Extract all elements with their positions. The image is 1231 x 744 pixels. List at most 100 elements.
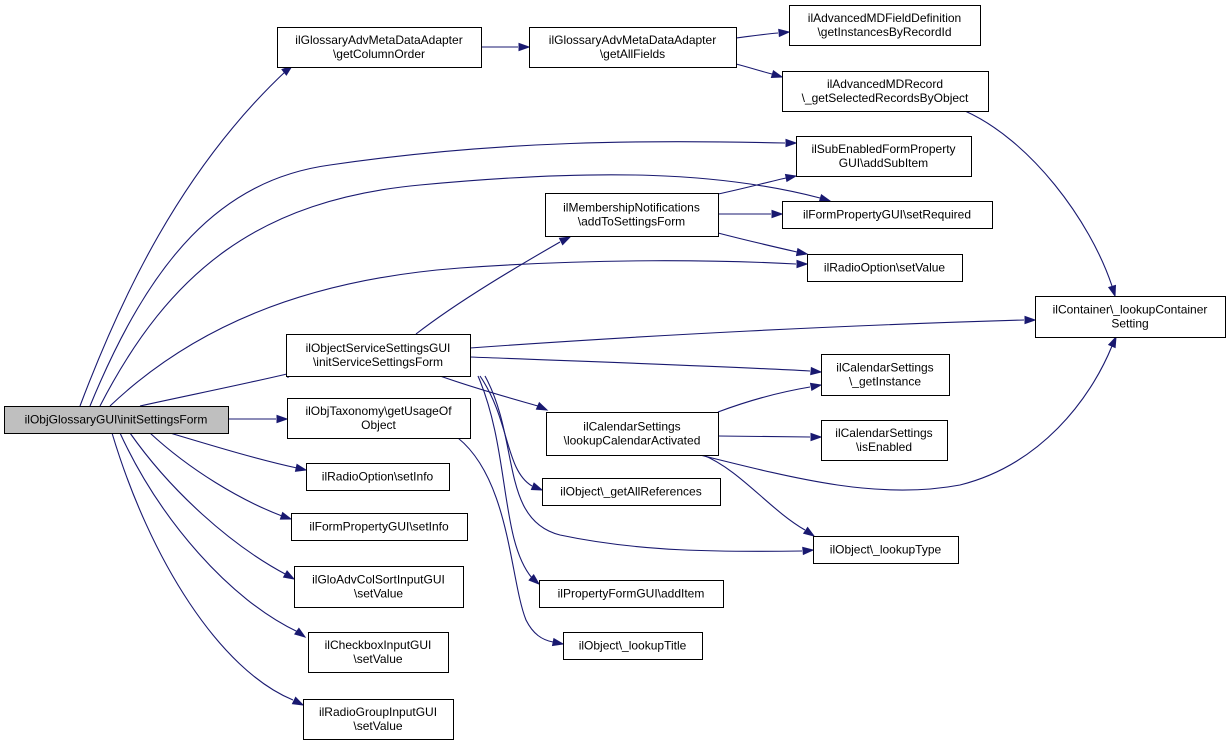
edge-line [79, 69, 288, 407]
edge-root-to-formSetInfo [149, 432, 293, 520]
edge-line [169, 432, 298, 469]
arrowhead-icon [818, 193, 832, 203]
node-box [782, 71, 989, 112]
node-label: ilGlossaryAdvMetaDataAdapter [549, 33, 716, 47]
node-getColumnOrder[interactable]: ilGlossaryAdvMetaDataAdapter\getColumnOr… [277, 27, 482, 68]
edge-initServiceSettingsForm-to-calGetInstance [469, 356, 823, 376]
node-box [821, 354, 950, 396]
node-box [796, 136, 972, 177]
edge-initServiceSettingsForm-to-lookupType [484, 375, 815, 556]
edge-line [111, 432, 294, 701]
node-getAllFields[interactable]: ilGlossaryAdvMetaDataAdapter\getAllField… [529, 27, 737, 68]
edge-lookupCalendarActivated-to-calGetInstance [717, 382, 823, 413]
arrowhead-icon [1024, 315, 1037, 325]
node-label: \addToSettingsForm [578, 215, 685, 229]
edge-line [735, 32, 779, 39]
node-box [303, 699, 454, 740]
node-label: ilGlossaryAdvMetaDataAdapter [295, 33, 462, 47]
edge-initServiceSettingsForm-to-getAllReferences [479, 375, 544, 491]
node-getSelectedRecordsByObject[interactable]: ilAdvancedMDRecord\_getSelectedRecordsBy… [782, 71, 989, 112]
node-box [286, 334, 471, 377]
node-label: Setting [1111, 317, 1148, 331]
node-label: \getColumnOrder [333, 47, 425, 61]
arrowhead-icon [279, 511, 293, 520]
node-label: \getInstancesByRecordId [817, 25, 951, 39]
node-lookupType[interactable]: ilObject\_lookupType [813, 536, 959, 564]
edge-lookupCalendarActivated-to-lookupType [702, 454, 816, 537]
edge-line [477, 375, 533, 579]
node-label: ilCalendarSettings [583, 420, 680, 434]
edge-root-to-addSubItem [89, 138, 798, 407]
node-box [539, 580, 724, 608]
edge-line [702, 454, 806, 531]
edge-initServiceSettingsForm-to-lookupContainerSetting [469, 315, 1037, 349]
node-label: ilMembershipNotifications [563, 201, 700, 215]
node-label: \setValue [353, 652, 402, 666]
node-colSortSetValue[interactable]: ilGloAdvColSortInputGUI\setValue [294, 566, 464, 608]
node-root[interactable]: ilObjGlossaryGUI\initSettingsForm [4, 406, 229, 434]
node-radioSetValue[interactable]: ilRadioOption\setValue [807, 254, 963, 282]
arrowhead-icon [770, 69, 784, 79]
edge-lookupCalendarActivated-to-calIsEnabled [717, 432, 823, 442]
arrowhead-icon [558, 236, 572, 246]
edge-getAllFields-to-getSelectedRecordsByObject [735, 63, 784, 79]
edge-line [109, 260, 797, 407]
node-box [306, 463, 450, 491]
node-box [529, 27, 737, 68]
arrowhead-icon [796, 259, 809, 269]
edge-line [415, 241, 561, 335]
node-label: ilSubEnabledFormProperty [811, 142, 955, 156]
edge-root-to-getColumnOrder [79, 65, 294, 407]
node-addToSettingsForm[interactable]: ilMembershipNotifications\addToSettingsF… [545, 193, 719, 237]
arrowhead-icon [785, 138, 798, 148]
node-label: ilCheckboxInputGUI [325, 638, 432, 652]
node-label: \setValue [354, 587, 403, 601]
node-getAllReferences[interactable]: ilObject\_getAllReferences [542, 478, 721, 506]
node-getInstancesByRecordId[interactable]: ilAdvancedMDFieldDefinition\getInstances… [789, 5, 981, 46]
node-lookupCalendarActivated[interactable]: ilCalendarSettings\lookupCalendarActivat… [546, 412, 719, 456]
edge-line [717, 386, 811, 413]
edge-root-to-initServiceSettingsForm [139, 369, 299, 407]
arrowhead-icon [778, 28, 791, 38]
node-calGetInstance[interactable]: ilCalendarSettings\_getInstance [821, 354, 950, 396]
node-label: ilCalendarSettings [835, 426, 932, 440]
node-box [821, 420, 948, 461]
node-label: ilObject\_getAllReferences [560, 485, 701, 499]
edge-getAllFields-to-getInstancesByRecordId [735, 28, 791, 39]
edge-line [119, 432, 299, 633]
edge-addToSettingsForm-to-radioSetValue [717, 232, 809, 257]
edge-line [99, 174, 821, 407]
node-label: ilObjGlossaryGUI\initSettingsForm [25, 413, 208, 427]
edge-line [717, 177, 787, 195]
node-addItem[interactable]: ilPropertyFormGUI\addItem [539, 580, 724, 608]
edge-line [964, 110, 1113, 287]
node-radioGroupSetValue[interactable]: ilRadioGroupInputGUI\setValue [303, 699, 454, 740]
arrowhead-icon [784, 173, 798, 183]
node-box [4, 406, 229, 434]
edge-getColumnOrder-to-getAllFields [481, 42, 531, 52]
arrowhead-icon [810, 366, 823, 376]
node-label: \initServiceSettingsForm [313, 355, 443, 369]
arrowhead-icon [291, 696, 305, 706]
edge-line [717, 232, 798, 253]
node-calIsEnabled[interactable]: ilCalendarSettings\isEnabled [821, 420, 948, 461]
arrowhead-icon [276, 414, 289, 424]
node-radioSetInfo[interactable]: ilRadioOption\setInfo [306, 463, 450, 491]
edge-line [139, 373, 288, 407]
node-checkboxSetValue[interactable]: ilCheckboxInputGUI\setValue [308, 632, 449, 673]
node-setRequired[interactable]: ilFormPropertyGUI\setRequired [782, 201, 993, 229]
node-lookupTitle[interactable]: ilObject\_lookupTitle [563, 632, 703, 660]
edges-layer [79, 28, 1117, 706]
node-box [789, 5, 981, 46]
node-initServiceSettingsForm[interactable]: ilObjectServiceSettingsGUI\initServiceSe… [286, 334, 471, 377]
node-label: ilAdvancedMDRecord [827, 77, 943, 91]
edge-line [469, 319, 1025, 349]
arrowhead-icon [1107, 335, 1117, 349]
node-formSetInfo[interactable]: ilFormPropertyGUI\setInfo [291, 513, 468, 541]
node-box [807, 254, 963, 282]
node-box [287, 398, 471, 439]
